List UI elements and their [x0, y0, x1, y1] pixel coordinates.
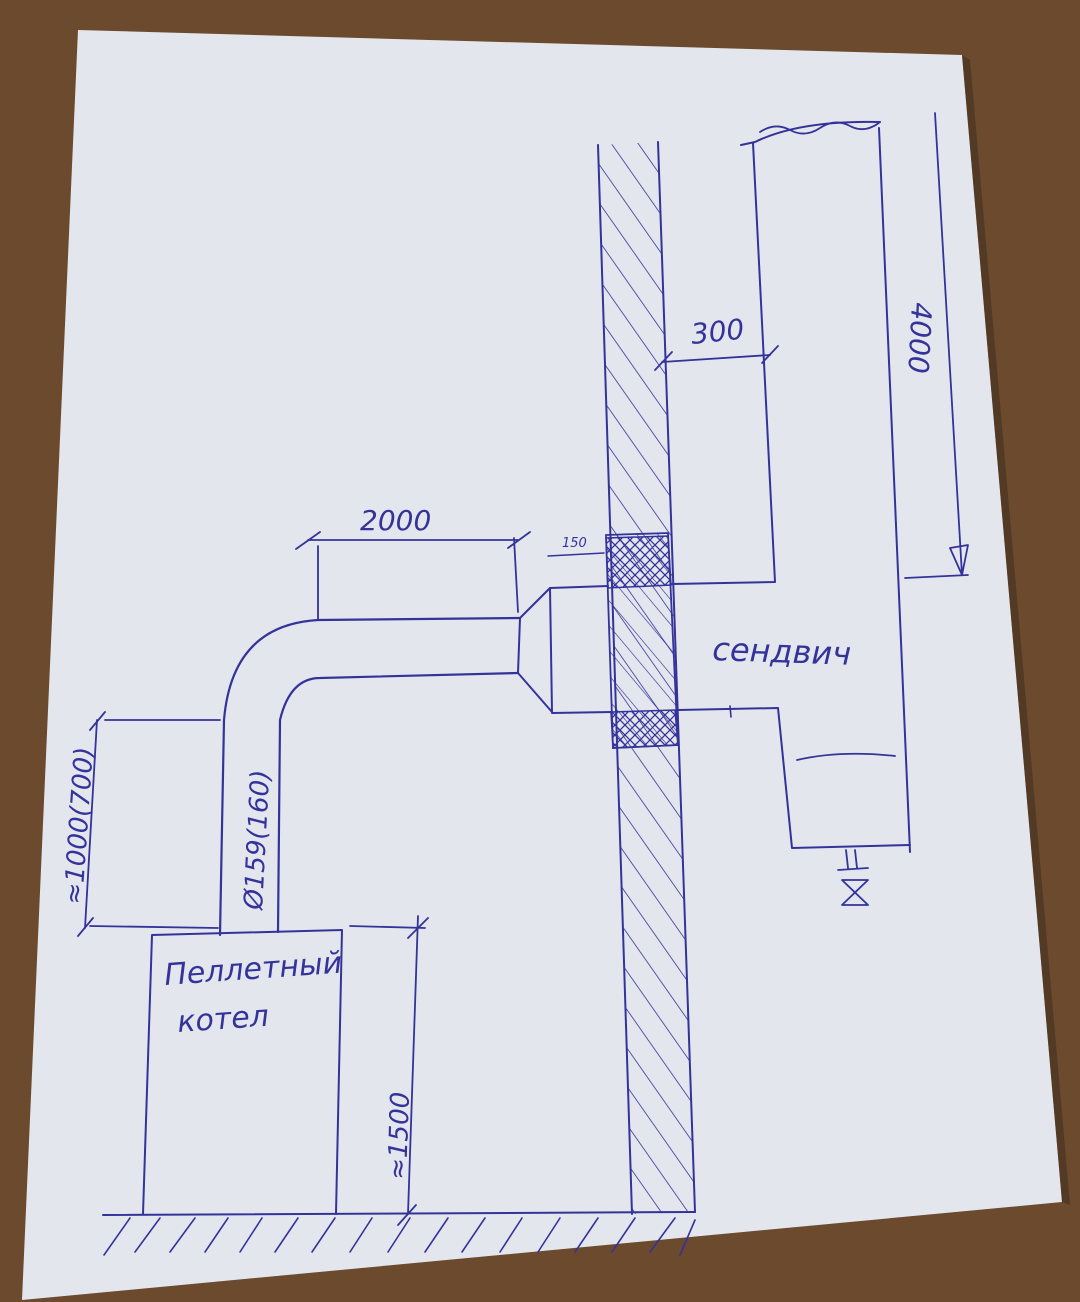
floor — [102, 1211, 696, 1256]
dim-300-label: 300 — [689, 313, 746, 351]
dimension-4000: 4000 — [901, 112, 969, 579]
dim-4000-label: 4000 — [901, 302, 938, 375]
wall — [597, 141, 696, 1215]
flue-pipe: Ø159(160) — [218, 585, 613, 937]
dimension-1500: ≈1500 — [349, 915, 429, 1226]
dimension-300: 300 — [654, 313, 779, 371]
insulation-bottom — [610, 709, 679, 749]
dim-150-label: 150 — [562, 536, 587, 551]
dimension-150: 150 — [547, 536, 605, 557]
paper-shadow — [962, 55, 1070, 1205]
insulation-top — [605, 535, 672, 589]
dim-2000-label: 2000 — [360, 504, 431, 537]
drain-valve-icon — [841, 879, 869, 906]
dim-1500-label: ≈1500 — [383, 1091, 416, 1180]
pipe-diameter-label: Ø159(160) — [239, 769, 276, 911]
boiler-label-line2: котел — [176, 999, 270, 1040]
sandwich-label: сендвич — [712, 630, 852, 673]
paper-sheet — [22, 30, 1062, 1300]
dimension-2000: 2000 — [295, 504, 531, 621]
sandwich-chimney: сендвич — [671, 120, 911, 906]
